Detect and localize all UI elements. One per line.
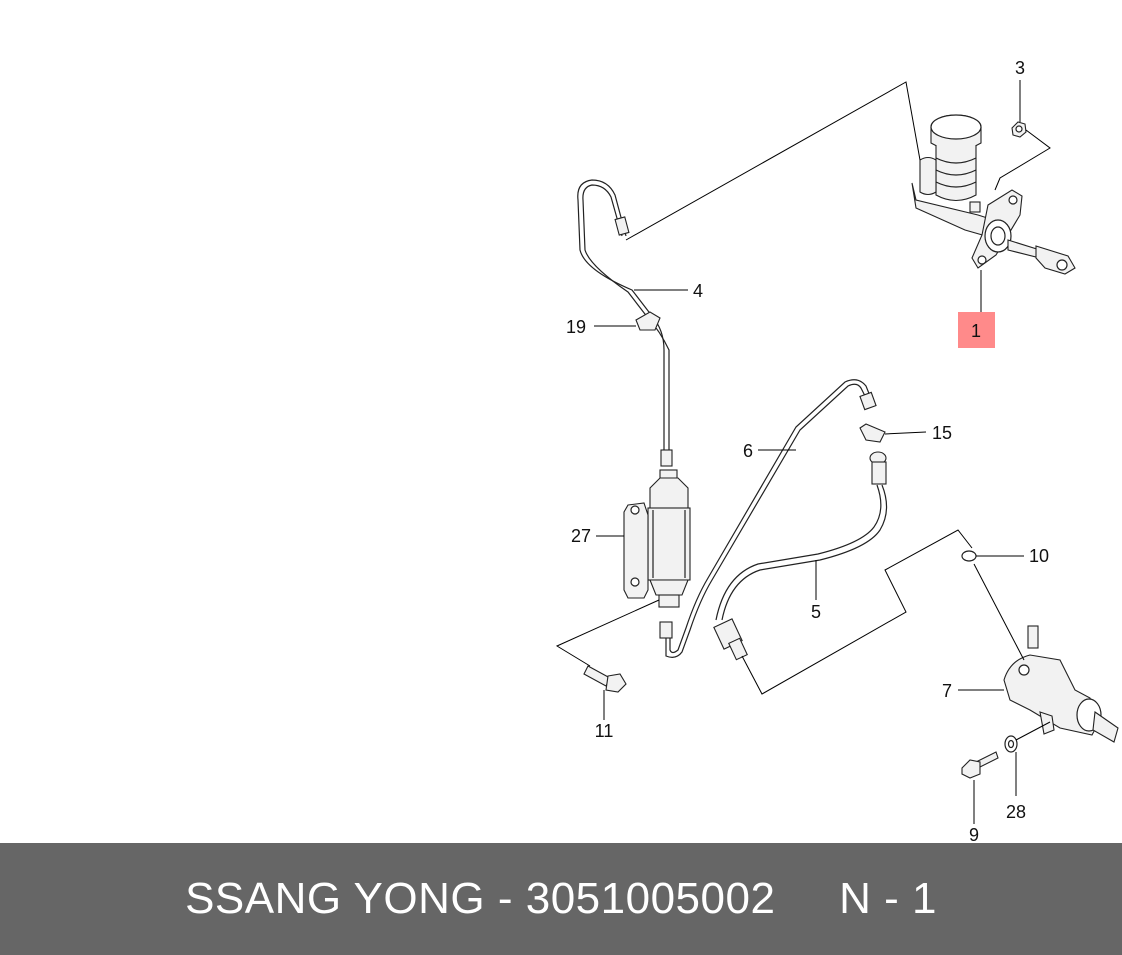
callout-4[interactable]: 4 — [693, 281, 703, 301]
footer-spacer — [775, 874, 839, 924]
callout-7[interactable]: 7 — [942, 681, 952, 701]
bolt-9[interactable] — [961, 751, 999, 779]
clutch-slave-cylinder[interactable] — [1003, 625, 1119, 743]
nut-3[interactable] — [1011, 121, 1027, 138]
parts-diagram: 1 3 4 19 6 15 27 10 5 7 11 28 9 — [555, 58, 1119, 843]
footer-bar: SSANG YONG - 3051005002 N - 1 — [0, 843, 1122, 955]
callout-27[interactable]: 27 — [571, 526, 591, 546]
callout-10[interactable]: 10 — [1029, 546, 1049, 566]
washer-28[interactable] — [1004, 735, 1018, 753]
footer-separator: - — [485, 874, 526, 923]
callout-19[interactable]: 19 — [566, 317, 586, 337]
pipe-4[interactable] — [577, 179, 673, 467]
o-ring-10[interactable] — [961, 550, 977, 562]
clip-15[interactable] — [859, 423, 886, 443]
clutch-master-cylinder[interactable] — [911, 114, 1076, 275]
pipe-6[interactable] — [659, 379, 877, 658]
leader-lines — [555, 80, 1051, 824]
callout-6[interactable]: 6 — [743, 441, 753, 461]
callout-15[interactable]: 15 — [932, 423, 952, 443]
footer-brand: SSANG YONG — [185, 874, 486, 923]
footer-part-number: 3051005002 — [525, 874, 776, 923]
bolt-11[interactable] — [583, 665, 627, 693]
clip-19[interactable] — [635, 311, 661, 331]
damper-27[interactable] — [623, 469, 691, 608]
callout-1[interactable]: 1 — [971, 321, 981, 341]
callout-3[interactable]: 3 — [1015, 58, 1025, 78]
callout-9[interactable]: 9 — [969, 825, 979, 843]
highlight-box — [958, 312, 995, 348]
callout-11[interactable]: 11 — [595, 721, 614, 741]
footer-position: N - 1 — [839, 874, 937, 923]
hose-5[interactable] — [713, 451, 888, 661]
callout-5[interactable]: 5 — [811, 602, 821, 622]
callout-28[interactable]: 28 — [1006, 802, 1026, 822]
